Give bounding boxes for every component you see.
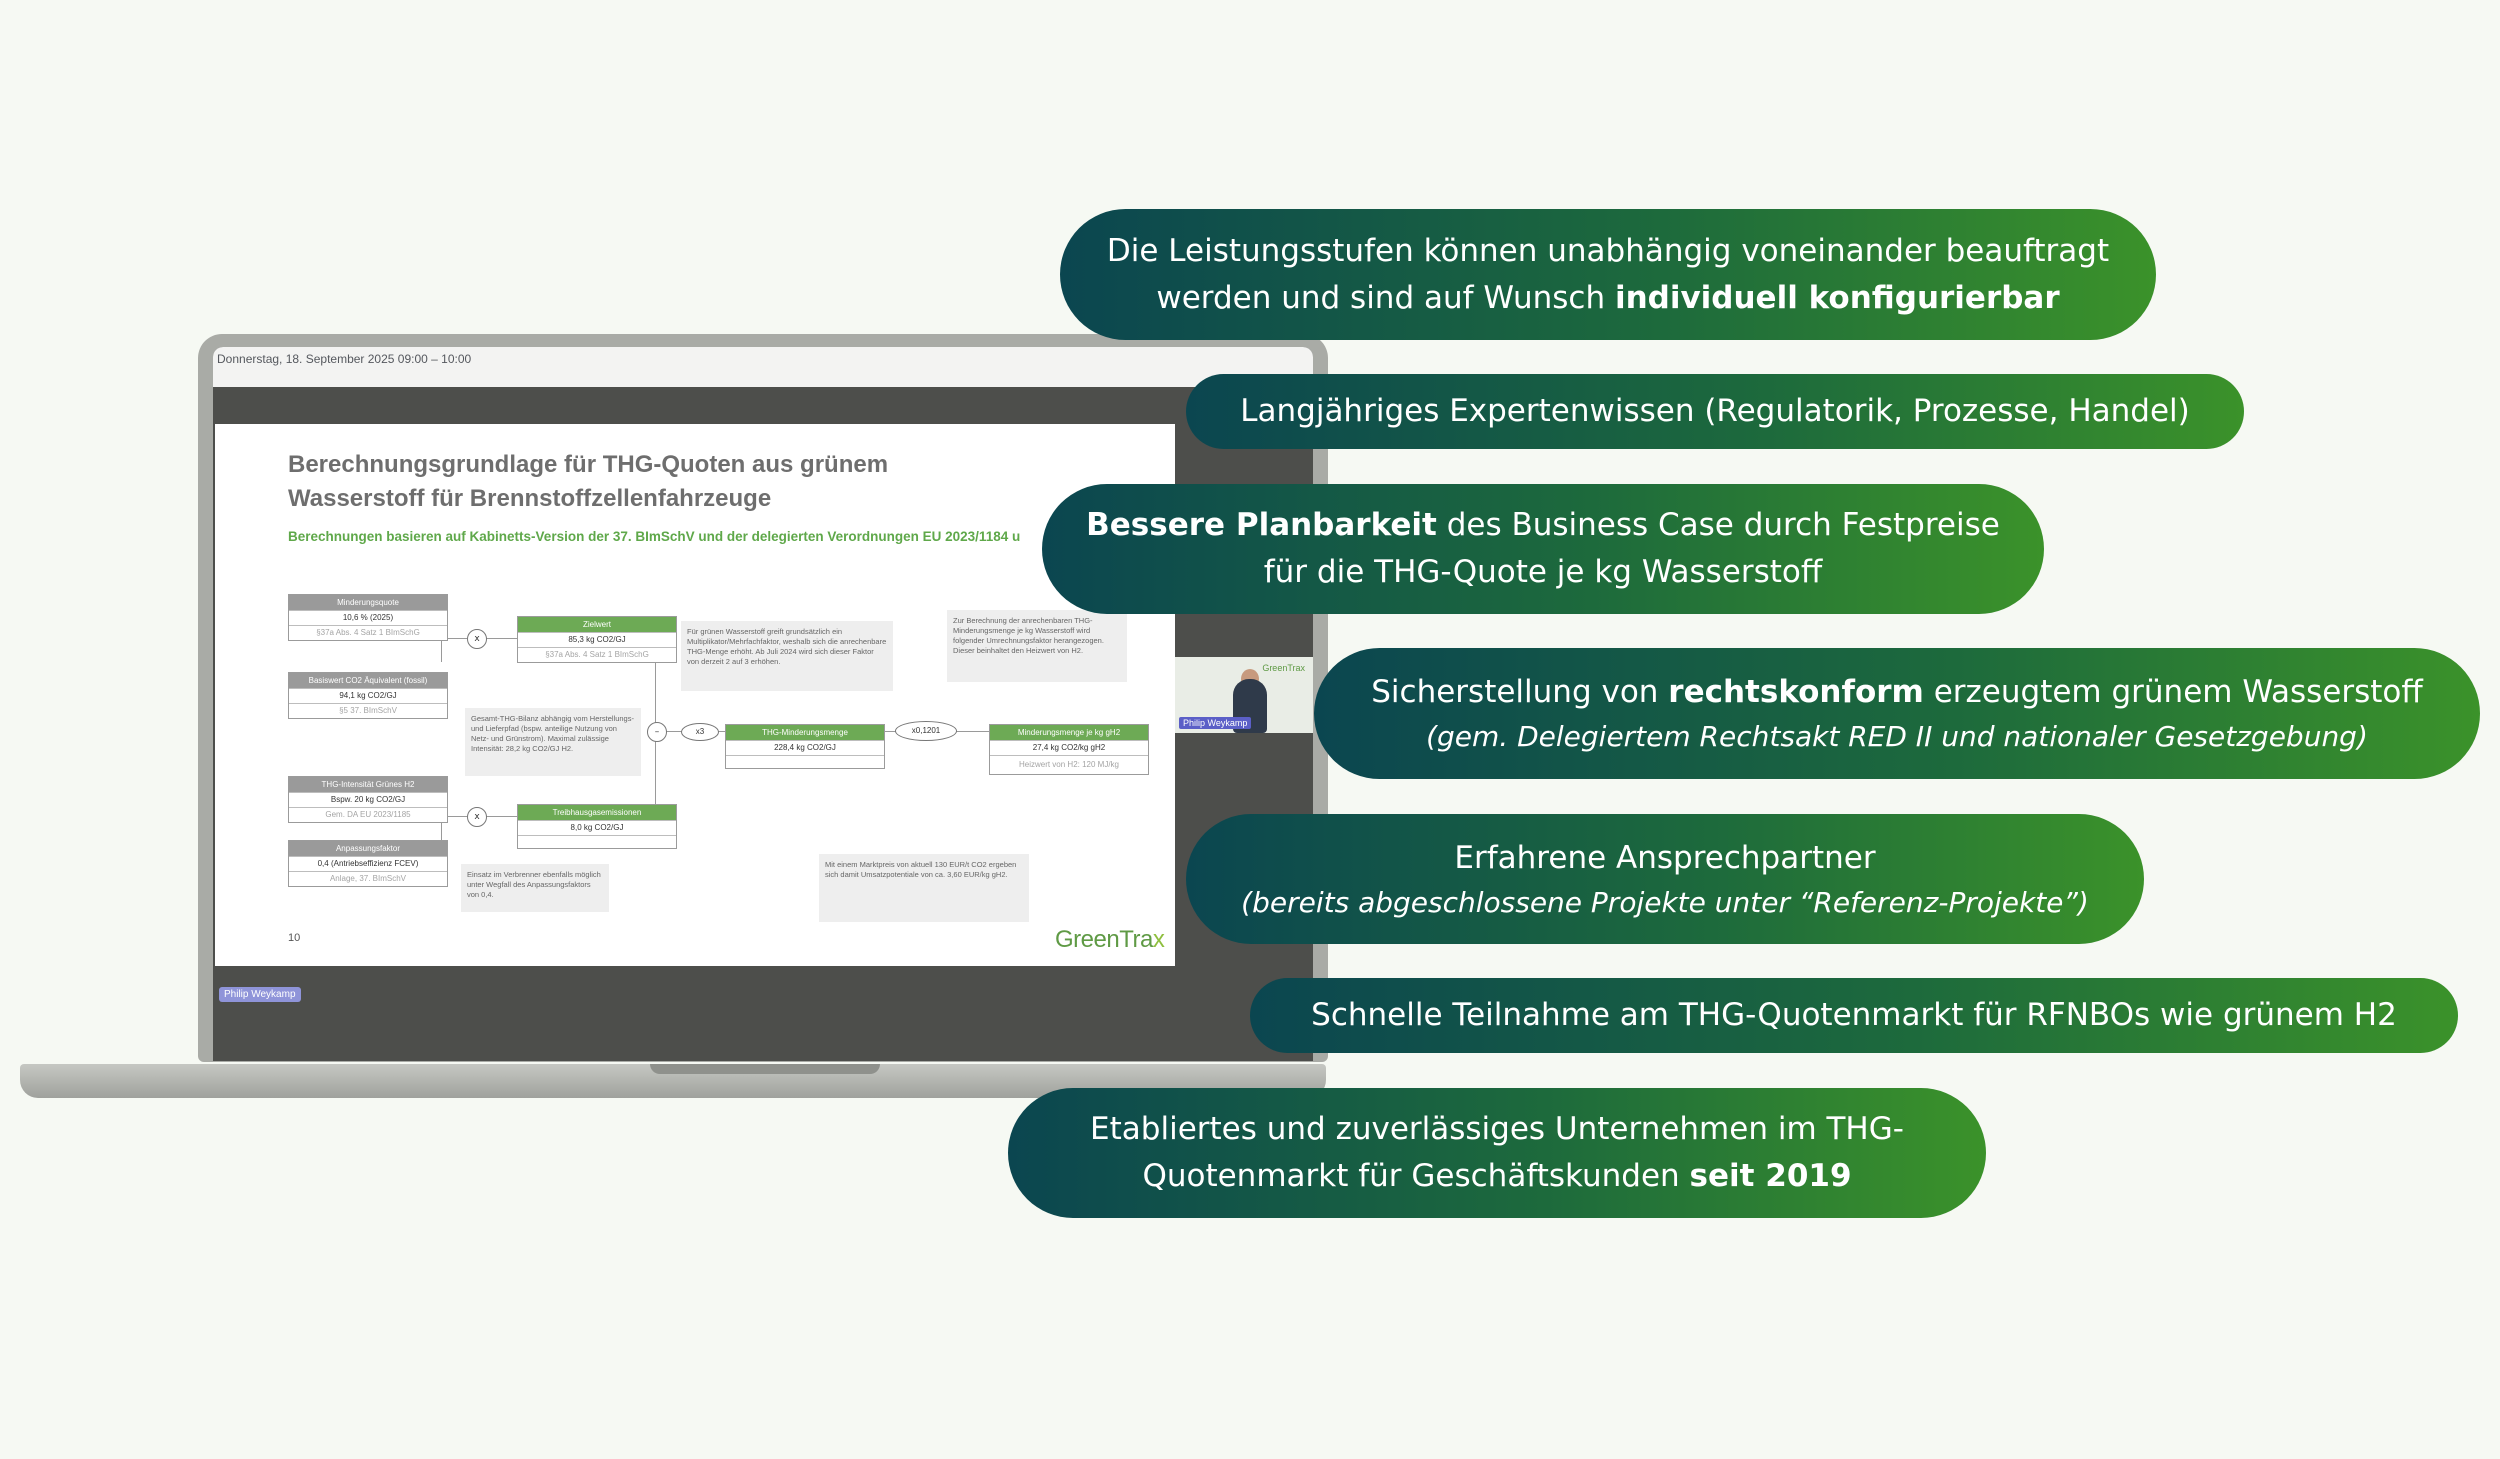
box-anpassungsfaktor: Anpassungsfaktor 0,4 (Antriebseffizienz … <box>288 840 448 887</box>
participant-name: Philip Weykamp <box>1179 717 1252 729</box>
slide-number: 10 <box>288 932 301 944</box>
pill-schnelle-teilnahme: Schnelle Teilnahme am THG-Quotenmarkt fü… <box>1250 978 2458 1053</box>
meeting-date: Donnerstag, 18. September 2025 09:00 – 1… <box>217 352 472 366</box>
pill-etabliertes-unternehmen: Etabliertes und zuverlässiges Unternehme… <box>1008 1088 1986 1218</box>
box-thg-intensitaet: THG-Intensität Grünes H2 Bspw. 20 kg CO2… <box>288 776 448 823</box>
note-verbrenner: Einsatz im Verbrenner ebenfalls möglich … <box>461 864 609 912</box>
box-thg-minderungsmenge: THG-Minderungsmenge 228,4 kg CO2/GJ <box>725 724 885 769</box>
note-umrechnungsfaktor: Zur Berechnung der anrechenbaren THG-Min… <box>947 610 1127 682</box>
note-multiplikator: Für grünen Wasserstoff greift grundsätzl… <box>681 621 893 691</box>
connector-line <box>441 638 467 639</box>
connector-line <box>485 816 519 817</box>
box-minderungsmenge-je-kg: Minderungsmenge je kg gH2 27,4 kg CO2/kg… <box>989 724 1149 775</box>
laptop-notch <box>650 1064 880 1074</box>
presentation-slide: Berechnungsgrundlage für THG-Quoten aus … <box>215 424 1175 966</box>
teams-meeting-bar: Donnerstag, 18. September 2025 09:00 – 1… <box>213 347 1313 387</box>
participant-video-tile[interactable]: GreenTrax Philip Weykamp <box>1175 657 1313 733</box>
pill-expertenwissen: Langjähriges Expertenwissen (Regulatorik… <box>1186 374 2244 449</box>
operator-x3: x3 <box>681 723 719 741</box>
greentrax-logo: GreenTrax <box>1055 926 1165 953</box>
operator-times: x <box>467 807 487 827</box>
laptop-screen: Donnerstag, 18. September 2025 09:00 – 1… <box>213 347 1313 1061</box>
presenter-name-tag: Philip Weykamp <box>219 987 301 1002</box>
box-zielwert: Zielwert 85,3 kg CO2/GJ §37a Abs. 4 Satz… <box>517 616 677 663</box>
connector-line <box>441 816 467 817</box>
box-basiswert: Basiswert CO2 Äquivalent (fossil) 94,1 k… <box>288 672 448 719</box>
operator-factor: x0,1201 <box>895 721 957 741</box>
note-thg-bilanz: Gesamt-THG-Bilanz abhängig vom Herstellu… <box>465 708 641 776</box>
slide-title: Berechnungsgrundlage für THG-Quoten aus … <box>288 451 889 512</box>
pill-ansprechpartner: Erfahrene Ansprechpartner (bereits abges… <box>1186 814 2144 944</box>
operator-times: x <box>467 629 487 649</box>
pill-rechtskonform: Sicherstellung von rechtskonform erzeugt… <box>1314 648 2480 779</box>
pill-leistungsstufen: Die Leistungsstufen können unabhängig vo… <box>1060 209 2156 340</box>
note-marktpreis: Mit einem Marktpreis von aktuell 130 EUR… <box>819 854 1029 922</box>
pill-planbarkeit: Bessere Planbarkeit des Business Case du… <box>1042 484 2044 614</box>
operator-minus: – <box>647 722 667 742</box>
box-minderungsquote: Minderungsquote 10,6 % (2025) §37a Abs. … <box>288 594 448 641</box>
slide-subtitle: Berechnungen basieren auf Kabinetts-Vers… <box>288 529 1021 544</box>
connector-line <box>485 638 519 639</box>
video-logo: GreenTrax <box>1262 663 1305 673</box>
box-treibhausgasemissionen: Treibhausgasemissionen 8,0 kg CO2/GJ <box>517 804 677 849</box>
